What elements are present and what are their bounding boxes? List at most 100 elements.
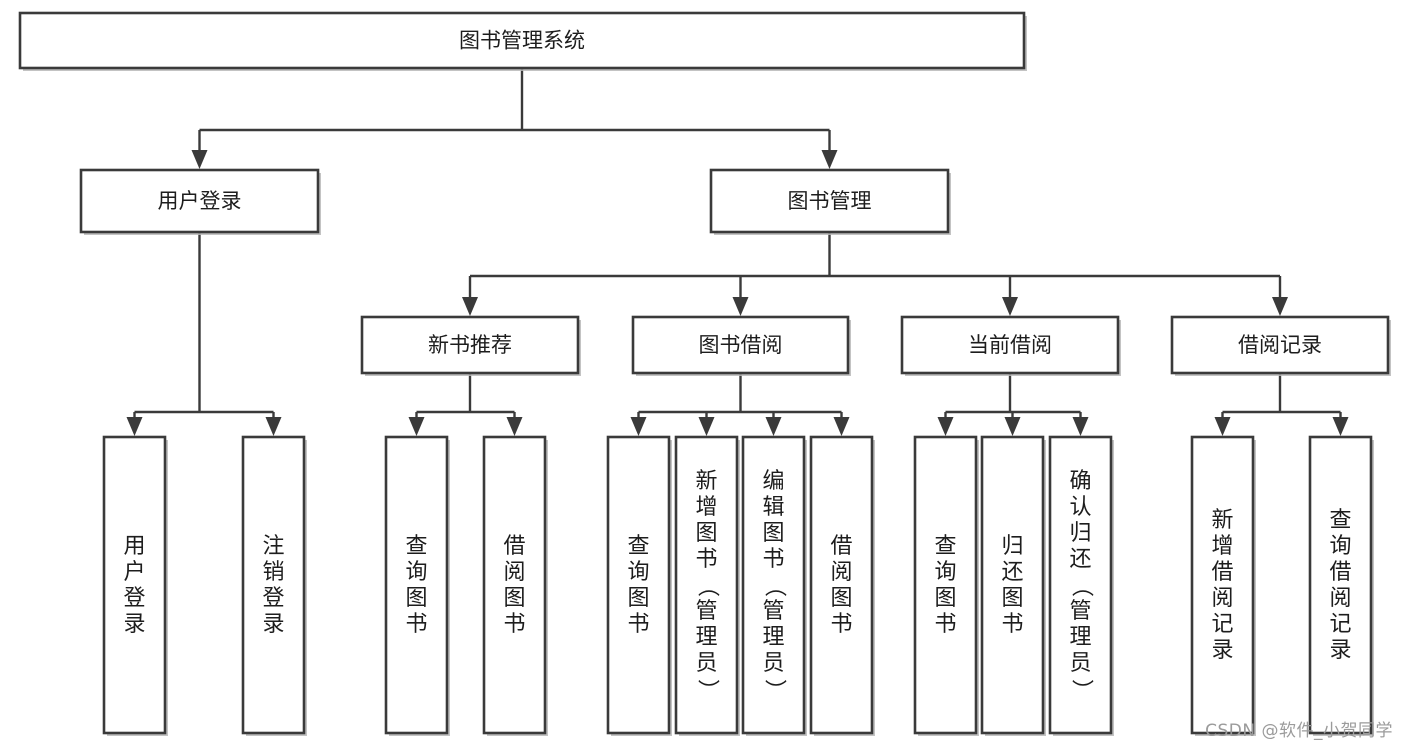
node-label-char-leaf-add-record-0: 新 <box>1211 508 1233 533</box>
node-leaf-user-logout[interactable]: 注销登录注销登录 <box>241 435 307 736</box>
node-label-char-leaf-add-book-1: 增 <box>695 495 717 520</box>
arrow-head-leaf-confirm-return <box>1072 417 1089 436</box>
node-label-char-leaf-user-login-0: 用 <box>123 534 145 559</box>
node-label-char-leaf-confirm-return-6: 理 <box>1069 625 1091 650</box>
node-label-char-leaf-query-book-2-1: 询 <box>627 560 649 585</box>
node-label-newbook: 新书推荐 <box>428 333 512 357</box>
node-box-root[interactable] <box>18 11 1026 70</box>
node-leaf-borrow-book-2[interactable]: 借阅图书借阅图书 <box>809 435 875 736</box>
node-leaf-borrow-book-1[interactable]: 借阅图书借阅图书 <box>482 435 548 736</box>
node-label-char-leaf-return-book-2: 图 <box>1001 586 1023 611</box>
node-leaf-query-book-1[interactable]: 查询图书查询图书 <box>384 435 450 736</box>
node-label-char-leaf-add-book-7: 员 <box>695 651 717 676</box>
csdn-watermark: CSDN @软件_小贺同学 <box>1205 721 1393 741</box>
arrow-head-leaf-query-book-3 <box>937 417 954 436</box>
arrow-head-leaf-add-book <box>698 417 715 436</box>
node-label-char-leaf-add-record-2: 借 <box>1211 560 1233 585</box>
node-label-char-leaf-user-login-2: 登 <box>123 586 145 611</box>
node-label-char-leaf-query-book-2-2: 图 <box>627 586 649 611</box>
node-layer: 图书管理系统用户登录图书管理新书推荐图书借阅当前借阅借阅记录用户登录用户登录注销… <box>18 11 1391 736</box>
node-label-char-leaf-edit-book-6: 理 <box>762 625 784 650</box>
node-label-char-leaf-confirm-return-4: （ <box>1069 575 1094 597</box>
node-label-char-leaf-add-book-6: 理 <box>695 625 717 650</box>
arrow-head-leaf-query-book-1 <box>408 417 425 436</box>
arrow-head-newbook <box>462 297 478 316</box>
node-label-char-leaf-edit-book-5: 管 <box>762 599 784 624</box>
node-box-leaf-borrow-book-2[interactable] <box>809 435 874 735</box>
arrow-head-leaf-borrow-book-1 <box>506 417 523 436</box>
node-box-current[interactable] <box>900 315 1120 375</box>
node-box-leaf-query-book-2[interactable] <box>606 435 671 735</box>
node-label-char-leaf-query-book-2-3: 书 <box>627 612 649 637</box>
node-label-char-leaf-query-book-2-0: 查 <box>627 534 649 559</box>
node-box-leaf-user-logout[interactable] <box>241 435 306 735</box>
node-root[interactable]: 图书管理系统 <box>18 11 1027 71</box>
node-label-char-leaf-add-record-5: 录 <box>1211 638 1233 663</box>
node-label-char-leaf-user-login-3: 录 <box>123 612 145 637</box>
node-label-char-leaf-borrow-book-1-0: 借 <box>503 534 525 559</box>
node-leaf-query-book-2[interactable]: 查询图书查询图书 <box>606 435 672 736</box>
node-box-leaf-user-login[interactable] <box>102 435 167 735</box>
node-box-leaf-add-book[interactable] <box>674 435 739 735</box>
node-label-char-leaf-confirm-return-8: ） <box>1069 679 1094 701</box>
arrow-head-leaf-borrow-book-2 <box>833 417 850 436</box>
node-label-char-leaf-add-book-0: 新 <box>695 469 717 494</box>
node-borrow[interactable]: 图书借阅 <box>631 315 851 376</box>
node-box-leaf-add-record[interactable] <box>1190 435 1255 735</box>
node-label-char-leaf-add-book-5: 管 <box>695 599 717 624</box>
node-label-char-leaf-query-book-3-2: 图 <box>934 586 956 611</box>
node-box-newbook[interactable] <box>360 315 580 375</box>
node-label-char-leaf-query-record-3: 阅 <box>1329 586 1351 611</box>
node-leaf-return-book[interactable]: 归还图书归还图书 <box>980 435 1046 736</box>
node-label-char-leaf-query-book-1-3: 书 <box>405 612 427 637</box>
node-box-leaf-return-book[interactable] <box>980 435 1045 735</box>
node-box-login[interactable] <box>79 168 320 234</box>
node-box-leaf-edit-book[interactable] <box>741 435 806 735</box>
node-label-char-leaf-add-record-1: 增 <box>1211 534 1233 559</box>
node-leaf-query-record[interactable]: 查询借阅记录查询借阅记录 <box>1308 435 1374 736</box>
node-box-records[interactable] <box>1170 315 1390 375</box>
node-label-char-leaf-query-book-3-0: 查 <box>934 534 956 559</box>
node-current[interactable]: 当前借阅 <box>900 315 1121 376</box>
arrow-head-borrow <box>732 297 749 316</box>
arrow-head-leaf-query-record <box>1332 417 1349 436</box>
node-box-leaf-query-book-3[interactable] <box>913 435 978 735</box>
node-bookmgmt[interactable]: 图书管理 <box>709 168 951 235</box>
node-box-leaf-query-record[interactable] <box>1308 435 1373 735</box>
node-box-borrow[interactable] <box>631 315 850 375</box>
node-label-char-leaf-edit-book-1: 辑 <box>762 495 784 520</box>
node-label-char-leaf-query-book-3-1: 询 <box>934 560 956 585</box>
node-label-char-leaf-confirm-return-7: 员 <box>1069 651 1091 676</box>
node-label-char-leaf-add-book-3: 书 <box>695 547 717 572</box>
node-label-char-leaf-add-book-4: （ <box>695 575 720 597</box>
node-label-borrow: 图书借阅 <box>699 333 783 357</box>
node-leaf-query-book-3[interactable]: 查询图书查询图书 <box>913 435 979 736</box>
node-box-leaf-query-book-1[interactable] <box>384 435 449 735</box>
node-newbook[interactable]: 新书推荐 <box>360 315 581 376</box>
node-box-leaf-borrow-book-1[interactable] <box>482 435 547 735</box>
node-label-char-leaf-borrow-book-1-3: 书 <box>503 612 525 637</box>
node-login[interactable]: 用户登录 <box>79 168 321 235</box>
node-label-current: 当前借阅 <box>968 333 1052 357</box>
node-label-records: 借阅记录 <box>1238 333 1322 357</box>
node-records[interactable]: 借阅记录 <box>1170 315 1391 376</box>
connector-layer <box>126 68 1349 436</box>
node-box-leaf-confirm-return[interactable] <box>1048 435 1113 735</box>
node-leaf-user-login[interactable]: 用户登录用户登录 <box>102 435 168 736</box>
node-label-char-leaf-confirm-return-2: 归 <box>1069 521 1091 546</box>
node-label-char-leaf-edit-book-8: ） <box>762 679 787 701</box>
node-box-bookmgmt[interactable] <box>709 168 950 234</box>
node-label-char-leaf-return-book-1: 还 <box>1001 560 1023 585</box>
node-label-char-leaf-add-record-4: 记 <box>1211 612 1233 637</box>
arrow-head-leaf-user-login <box>126 417 143 436</box>
node-label-char-leaf-add-record-3: 阅 <box>1211 586 1233 611</box>
arrow-head-leaf-add-record <box>1214 417 1231 436</box>
node-label-char-leaf-borrow-book-1-2: 图 <box>503 586 525 611</box>
arrow-head-leaf-query-book-2 <box>630 417 647 436</box>
node-leaf-add-record[interactable]: 新增借阅记录新增借阅记录 <box>1190 435 1256 736</box>
